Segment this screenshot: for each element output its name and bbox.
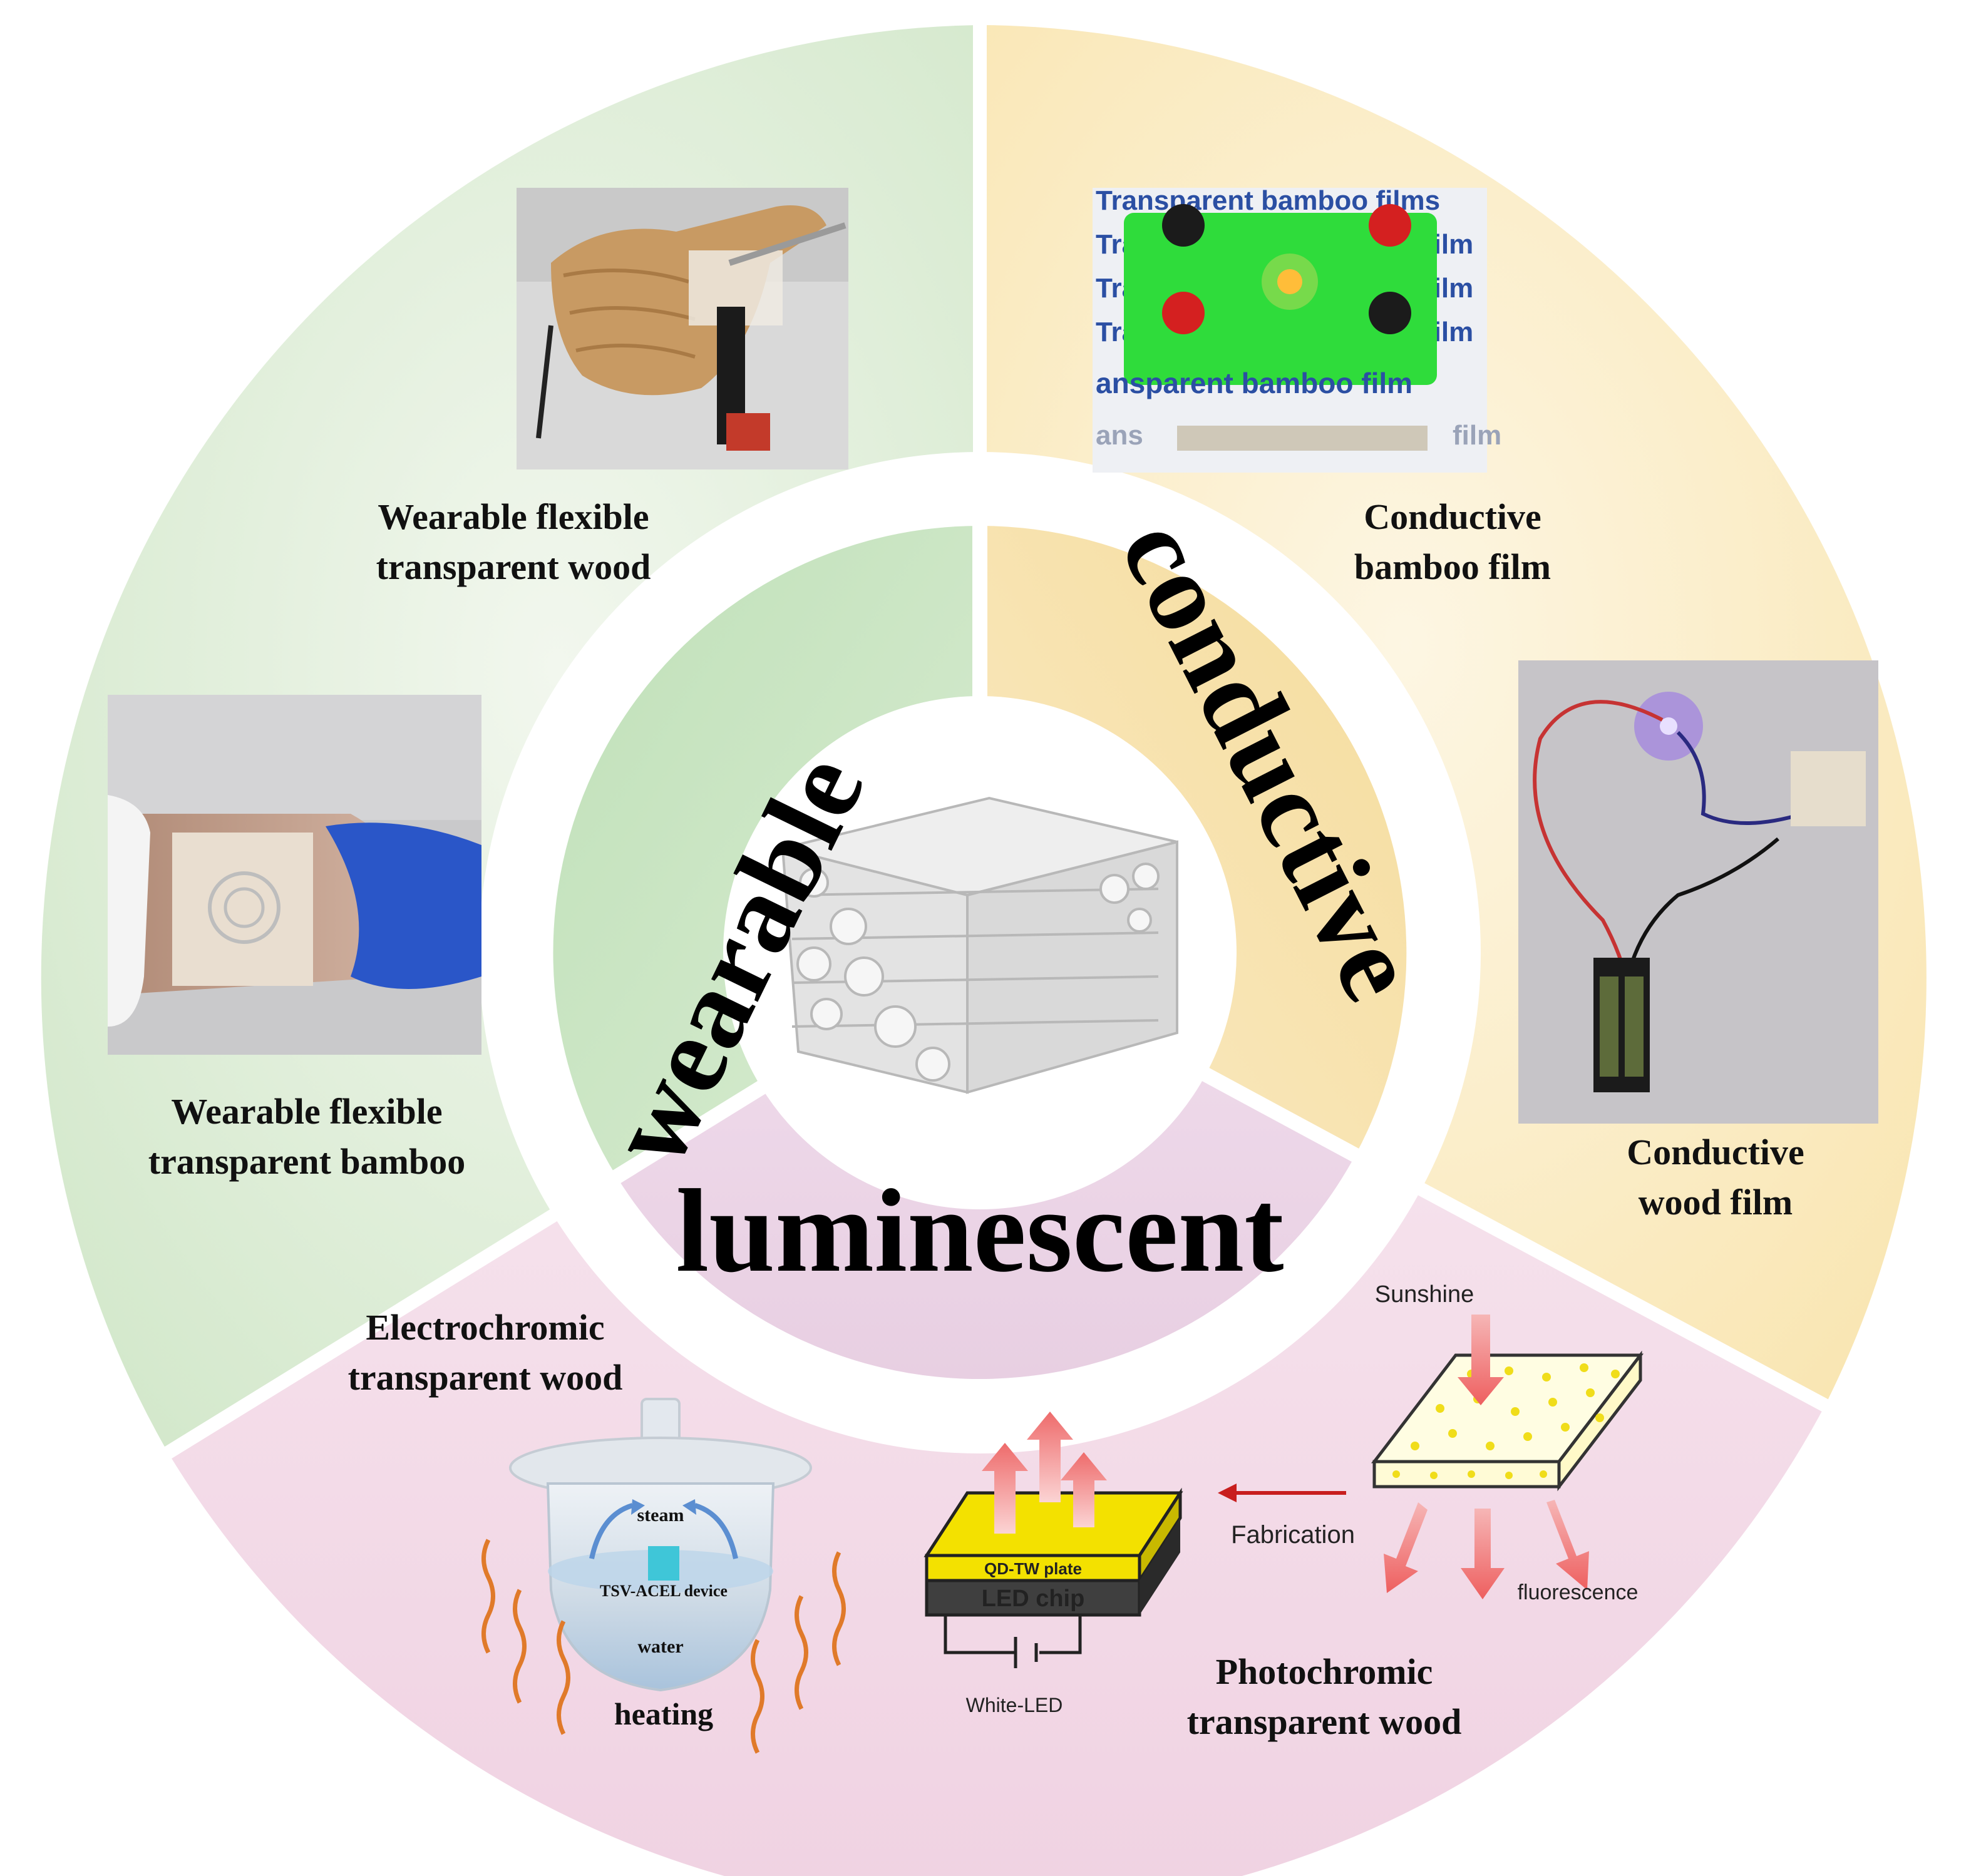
transparent-wood-block-icon <box>781 796 1178 1094</box>
caption-wearable-bamboo: Wearable flexible transparent bamboo <box>148 1091 465 1182</box>
caption-photochromic: Photochromic transparent wood <box>1187 1651 1462 1742</box>
caption-wearable-bamboo-line2: transparent bamboo <box>148 1141 465 1182</box>
caption-conductive-wood-line1: Conductive <box>1627 1132 1804 1172</box>
photo-conductive-bamboo-film: Transparent bamboo films Tran Tran Tran … <box>1093 185 1501 473</box>
led-chip-label: LED chip <box>982 1586 1085 1612</box>
caption-conductive-bamboo-line2: bamboo film <box>1354 546 1551 587</box>
bamboo-photo-text-10: film <box>1453 420 1501 451</box>
sunshine-label: Sunshine <box>1375 1281 1474 1308</box>
fluorescence-arrow-icons <box>1384 1500 1589 1599</box>
beaker-device-label: TSV-ACEL device <box>600 1582 728 1600</box>
photo-wearable-bamboo-arm <box>108 695 481 1055</box>
qd-plate-label: QD-TW plate <box>984 1559 1082 1578</box>
caption-conductive-bamboo: Conductive bamboo film <box>1354 496 1551 587</box>
photochromic-led-illustration: QD-TW plate LED chip White-LED <box>924 1412 1183 1716</box>
beaker-heating-label: heating <box>614 1696 713 1731</box>
fabrication-label: Fabrication <box>1231 1521 1355 1549</box>
white-led-label: White-LED <box>966 1694 1063 1716</box>
fabrication-arrow-icon <box>1218 1484 1346 1502</box>
bamboo-photo-text-5: ansparent bamboo film <box>1096 367 1412 399</box>
photo-wearable-wood-hand <box>517 188 848 469</box>
caption-wearable-wood: Wearable flexible transparent wood <box>376 496 651 587</box>
caption-conductive-wood: Conductive wood film <box>1627 1132 1804 1222</box>
caption-photochromic-line1: Photochromic <box>1216 1651 1433 1692</box>
caption-wearable-wood-line2: transparent wood <box>376 546 651 587</box>
emission-arrow-icons <box>982 1412 1107 1534</box>
bamboo-photo-text-6: ans <box>1096 420 1143 451</box>
caption-electrochromic-line1: Electrochromic <box>366 1307 604 1348</box>
beaker-steam-label: steam <box>637 1505 684 1525</box>
beaker-water-label: water <box>637 1636 683 1657</box>
caption-wearable-wood-line1: Wearable flexible <box>378 496 649 537</box>
sunshine-arrow-icon <box>1458 1315 1504 1405</box>
electrochromic-beaker-illustration: steam TSV-ACEL device water heating <box>481 1398 846 1754</box>
fluorescence-label: fluorescence <box>1518 1581 1639 1604</box>
caption-electrochromic-line2: transparent wood <box>348 1357 623 1398</box>
photo-conductive-wood-film <box>1518 660 1878 1124</box>
heat-wave-icons <box>481 1539 846 1754</box>
caption-conductive-wood-line2: wood film <box>1639 1182 1793 1222</box>
caption-wearable-bamboo-line1: Wearable flexible <box>171 1091 442 1132</box>
caption-photochromic-line2: transparent wood <box>1187 1701 1462 1742</box>
qd-wood-block-illustration <box>1371 1350 1644 1492</box>
caption-electrochromic: Electrochromic transparent wood <box>348 1307 623 1398</box>
caption-conductive-bamboo-line1: Conductive <box>1364 496 1541 537</box>
sector-label-luminescent: luminescent <box>676 1166 1284 1297</box>
